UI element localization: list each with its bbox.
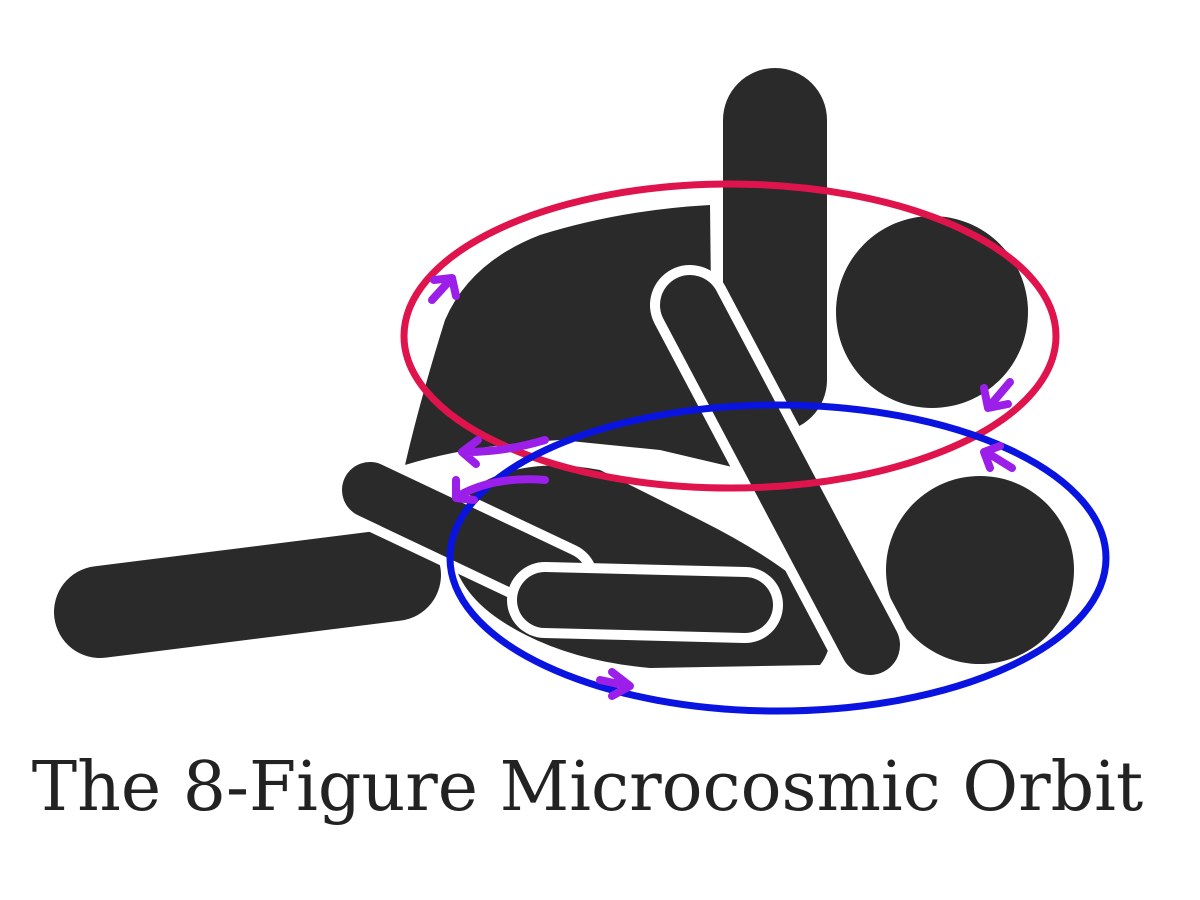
- arrow-cross-lower: [452, 475, 549, 504]
- top-figure-torso: [405, 205, 745, 470]
- arrow-upper-left: [428, 274, 460, 304]
- top-figure-diagonal-leg: [660, 275, 900, 675]
- upper-orbit: [400, 180, 1060, 492]
- arrow-cross-upper: [458, 436, 549, 468]
- page-title: The 8-Figure Microcosmic Orbit: [31, 748, 1144, 827]
- bottom-figure-forearm: [517, 572, 773, 633]
- bottom-figure-leg: [54, 529, 441, 658]
- top-figure-head: [836, 216, 1028, 408]
- arrow-lower-right: [980, 442, 1016, 472]
- direction-arrow: [428, 274, 1016, 700]
- lower-orbit: [446, 401, 1110, 715]
- arrow-bottom: [596, 668, 634, 700]
- arrow-upper-right: [980, 378, 1014, 412]
- bottom-figure-arm: [342, 462, 588, 608]
- bottom-figure-head: [886, 476, 1074, 664]
- figure-silhouette: [54, 68, 1074, 685]
